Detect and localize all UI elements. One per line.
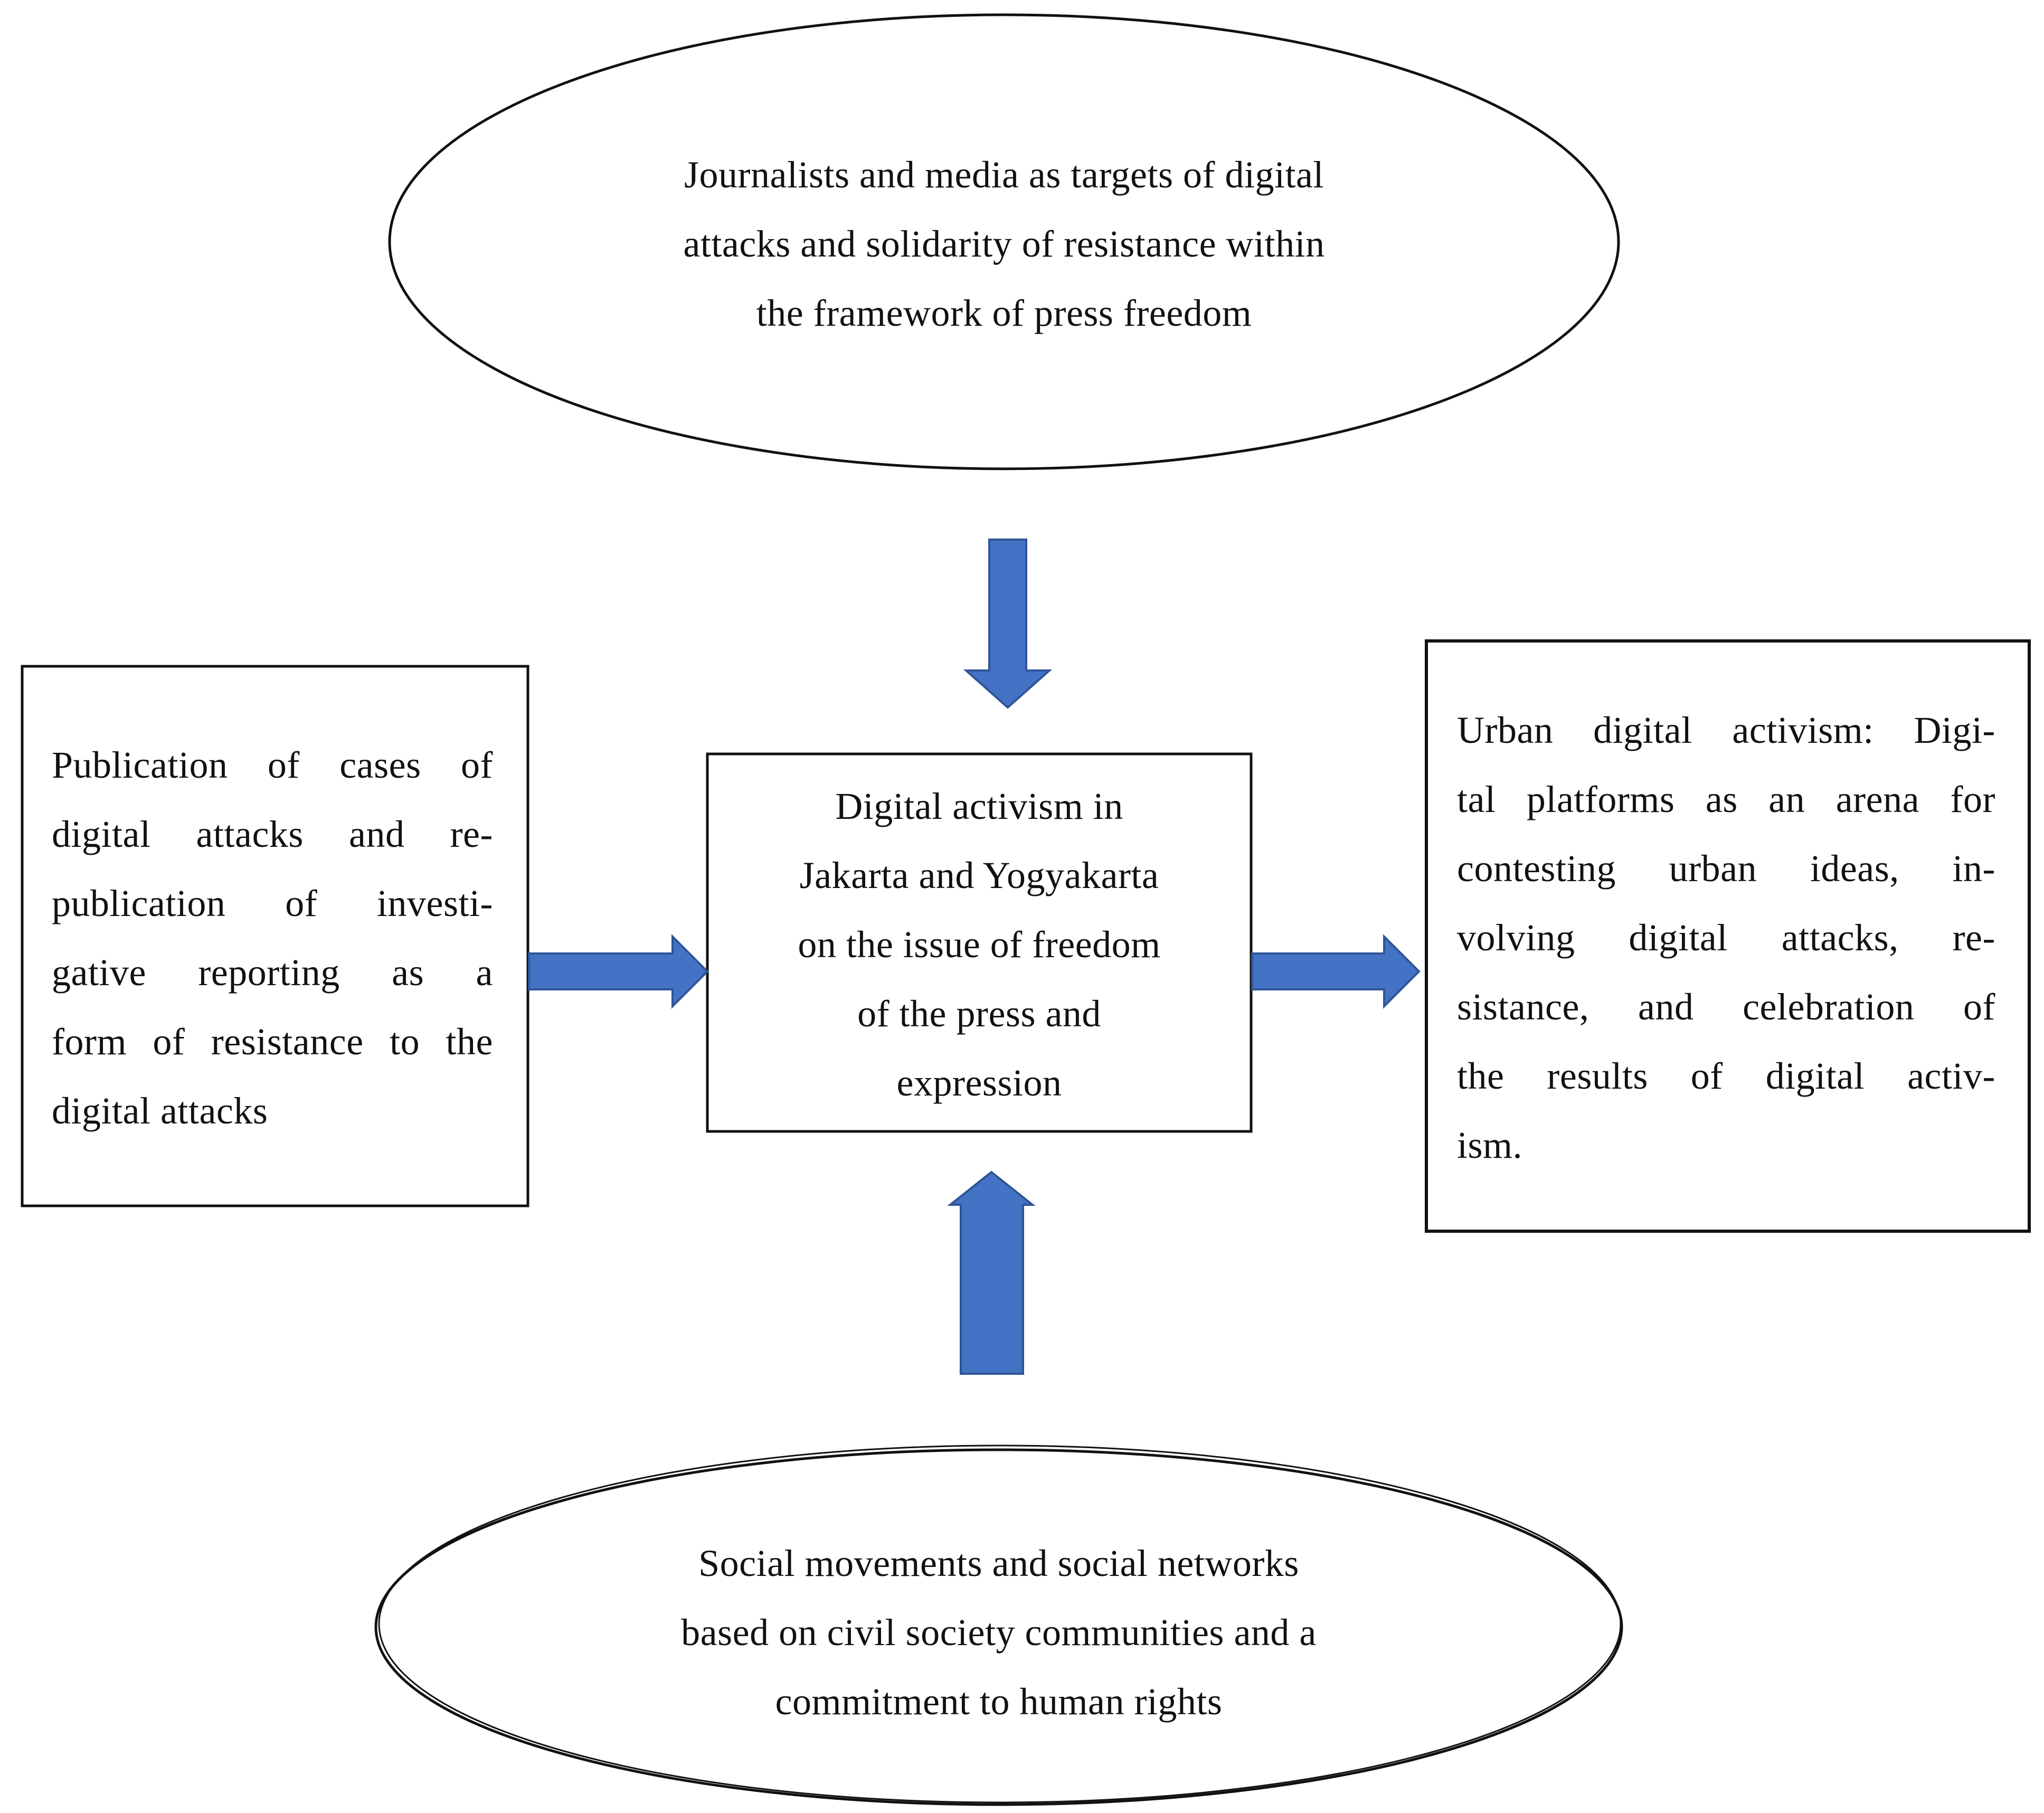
left-box <box>21 665 529 1207</box>
center-node-line: Digital activism in <box>835 785 1123 827</box>
bottom-node-line: Social movements and social networks <box>698 1542 1299 1584</box>
left-node-line: form of resistance to the <box>52 1021 493 1063</box>
left-node-line: digital attacks and re- <box>52 813 493 855</box>
center-node-line: expression <box>896 1062 1062 1104</box>
center-node-line: Jakarta and Yogyakarta <box>799 854 1159 896</box>
center-node-text: Digital activism in Jakarta and Yogyakar… <box>718 772 1241 1118</box>
right-node-text: Urban digital activism: Digi- tal platfo… <box>1457 696 1995 1180</box>
right-node-line: tal platforms as an arena for <box>1457 778 1995 820</box>
top-node-line: the framework of press freedom <box>756 292 1252 334</box>
right-node-line: volving digital attacks, re- <box>1457 917 1995 959</box>
left-node-line: Publication of cases of <box>52 744 493 786</box>
arrow-down-from-top <box>963 539 1053 709</box>
bottom-node-line: based on civil society communities and a <box>681 1611 1317 1654</box>
arrow-up-from-bottom <box>947 1170 1036 1375</box>
right-node-line: contesting urban ideas, in- <box>1457 847 1995 890</box>
right-node-line: sistance, and celebration of <box>1457 986 1995 1028</box>
right-node-line: ism. <box>1457 1124 1523 1166</box>
left-node-line: gative reporting as a <box>52 951 493 994</box>
bottom-ellipse-outline <box>378 1444 1622 1803</box>
arrow-center-to-right <box>1251 934 1421 1009</box>
center-node-line: on the issue of freedom <box>798 923 1161 966</box>
top-node-text: Journalists and media as targets of digi… <box>587 140 1421 348</box>
bottom-node-text: Social movements and social networks bas… <box>592 1529 1405 1736</box>
top-node-line: attacks and solidarity of resistance wit… <box>683 223 1325 265</box>
center-box <box>706 752 1253 1133</box>
left-node-line: digital attacks <box>52 1090 268 1132</box>
right-box <box>1425 639 2031 1233</box>
arrow-left-to-center <box>528 934 709 1009</box>
right-node-line: the results of digital activ- <box>1457 1055 1995 1097</box>
right-node-line: Urban digital activism: Digi- <box>1457 709 1995 751</box>
top-node-line: Journalists and media as targets of digi… <box>684 154 1324 196</box>
top-ellipse <box>388 13 1620 470</box>
center-node-line: of the press and <box>857 993 1101 1035</box>
left-node-text: Publication of cases of digital attacks … <box>52 731 493 1146</box>
bottom-node-line: commitment to human rights <box>775 1680 1223 1723</box>
bottom-ellipse <box>374 1448 1623 1806</box>
left-node-line: publication of investi- <box>52 882 493 924</box>
